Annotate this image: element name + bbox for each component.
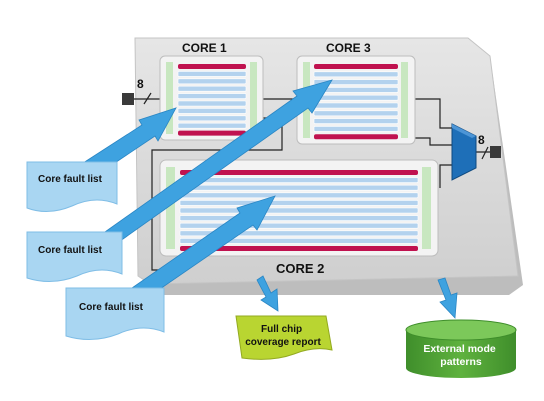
scan-chain	[313, 110, 399, 117]
scan-chain	[179, 222, 419, 229]
scan-chain	[177, 122, 247, 129]
fault-list-card-3: Core fault list	[65, 287, 165, 340]
scan-chain	[313, 71, 399, 78]
scan-chain	[177, 85, 247, 92]
scan-chain	[179, 238, 419, 244]
scan-chain	[179, 215, 419, 221]
bus-out-connector: 8	[478, 133, 501, 160]
scan-chain	[179, 207, 419, 214]
arrow-to-report	[256, 275, 279, 312]
scan-chain	[313, 94, 399, 101]
scan-chain	[179, 184, 419, 191]
scan-chain-boundary	[178, 64, 246, 69]
bus-in-width-label: 8	[137, 77, 144, 91]
core-2-label: CORE 2	[276, 261, 324, 276]
coverage-report-label: Full chip coverage report	[245, 324, 321, 348]
scan-chain	[179, 200, 419, 206]
fault-list-label-2: Core fault list	[38, 245, 103, 256]
scan-chain	[179, 192, 419, 199]
scan-chain-boundary	[178, 130, 246, 136]
scan-chain	[313, 102, 399, 109]
external-patterns-line-1: External mode	[423, 343, 496, 355]
core-1-label: CORE 1	[182, 41, 227, 55]
scan-chain-boundary	[314, 134, 398, 140]
core-1-scan-chains	[177, 64, 247, 136]
coverage-report-line-1: Full chip	[261, 324, 302, 335]
scan-chain	[313, 118, 399, 124]
output-arrows	[256, 275, 458, 319]
external-patterns-database: External mode patterns	[405, 319, 517, 378]
arrow-to-patterns	[437, 277, 458, 319]
scan-chain	[177, 108, 247, 114]
core-1-block: CORE 1	[159, 41, 264, 141]
scan-chain	[177, 93, 247, 99]
scan-chain-boundary	[180, 170, 418, 175]
core-3-scan-chains	[313, 64, 399, 140]
scan-chain	[313, 126, 399, 132]
bus-out-width-label: 8	[478, 133, 485, 147]
scan-chain	[177, 78, 247, 85]
arrow-to-core-3	[87, 79, 333, 257]
fault-list-card-2: Core fault list	[26, 231, 123, 282]
external-patterns-label: External mode patterns	[423, 343, 498, 368]
coverage-report-line-2: coverage report	[245, 337, 321, 348]
scan-chain	[177, 115, 247, 122]
fault-list-label-1: Core fault list	[38, 174, 103, 185]
scan-chain	[313, 79, 399, 85]
scan-chain	[177, 71, 247, 77]
output-multiplexer	[451, 123, 477, 181]
fault-list-arrows	[79, 79, 333, 301]
fault-list-label-3: Core fault list	[79, 302, 144, 313]
bus-in-connector: 8	[122, 77, 152, 105]
coverage-report-document: Full chip coverage report	[235, 315, 333, 360]
scan-chain	[177, 100, 247, 107]
scan-chain	[179, 177, 419, 183]
scan-chain-boundary	[314, 64, 398, 69]
external-patterns-line-2: patterns	[440, 356, 482, 368]
scan-chain-boundary	[180, 246, 418, 251]
fault-list-card-1: Core fault list	[26, 161, 118, 212]
core-3-label: CORE 3	[326, 41, 371, 55]
